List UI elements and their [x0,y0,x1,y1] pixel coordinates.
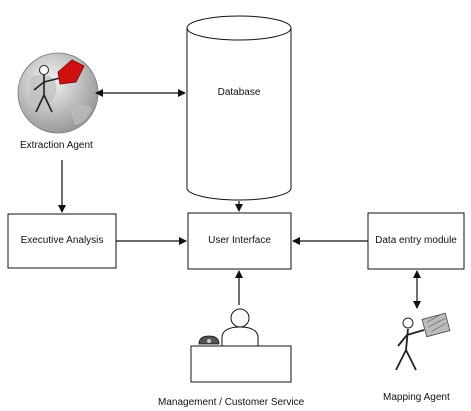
executive-analysis-box [7,213,117,269]
management-label: Management / Customer Service [158,397,305,408]
data-entry-module-label: Data entry module [375,235,457,246]
executive-analysis-label: Executive Analysis [20,235,104,246]
management-icon [190,308,292,383]
data-entry-module-box [367,212,465,270]
mapping-agent-icon [395,312,451,371]
database-label: Database [217,87,261,98]
extraction-agent-label: Extraction Agent [20,140,93,151]
database-cylinder [186,15,292,201]
extraction-agent-icon [17,52,99,134]
user-interface-box [187,212,292,270]
user-interface-label: User Interface [208,235,271,246]
mapping-agent-label: Mapping Agent [383,392,450,403]
